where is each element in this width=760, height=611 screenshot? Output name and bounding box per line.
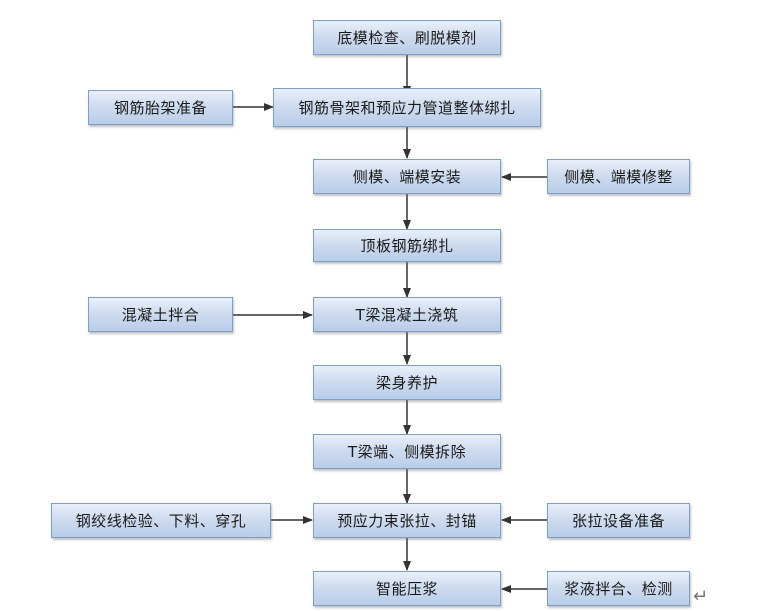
input-rebar-jig-prep: 钢筋胎架准备 [88, 90, 233, 125]
paragraph-return-icon: ↵ [693, 586, 709, 607]
step-8-prestress-tensioning: 预应力束张拉、封锚 [313, 503, 501, 538]
step-6-beam-curing: 梁身养护 [313, 365, 501, 400]
step-2-rebar-cage-binding: 钢筋骨架和预应力管道整体绑扎 [273, 88, 541, 127]
input-concrete-mixing: 混凝土拌合 [88, 297, 233, 332]
step-1-formwork-check: 底模检查、刷脱模剂 [313, 20, 501, 55]
step-9-smart-grouting: 智能压浆 [313, 571, 501, 606]
input-formwork-trimming: 侧模、端模修整 [547, 159, 690, 194]
step-7-formwork-removal: T梁端、侧模拆除 [313, 434, 501, 469]
step-5-concrete-pouring: T梁混凝土浇筑 [313, 297, 501, 332]
step-3-side-end-formwork-install: 侧模、端模安装 [313, 159, 501, 194]
input-tensioning-equipment-prep: 张拉设备准备 [547, 503, 690, 538]
input-grout-mixing-testing: 浆液拌合、检测 [547, 571, 690, 606]
input-strand-inspection: 钢绞线检验、下料、穿孔 [51, 503, 271, 538]
step-4-top-slab-rebar-binding: 顶板钢筋绑扎 [313, 229, 501, 262]
